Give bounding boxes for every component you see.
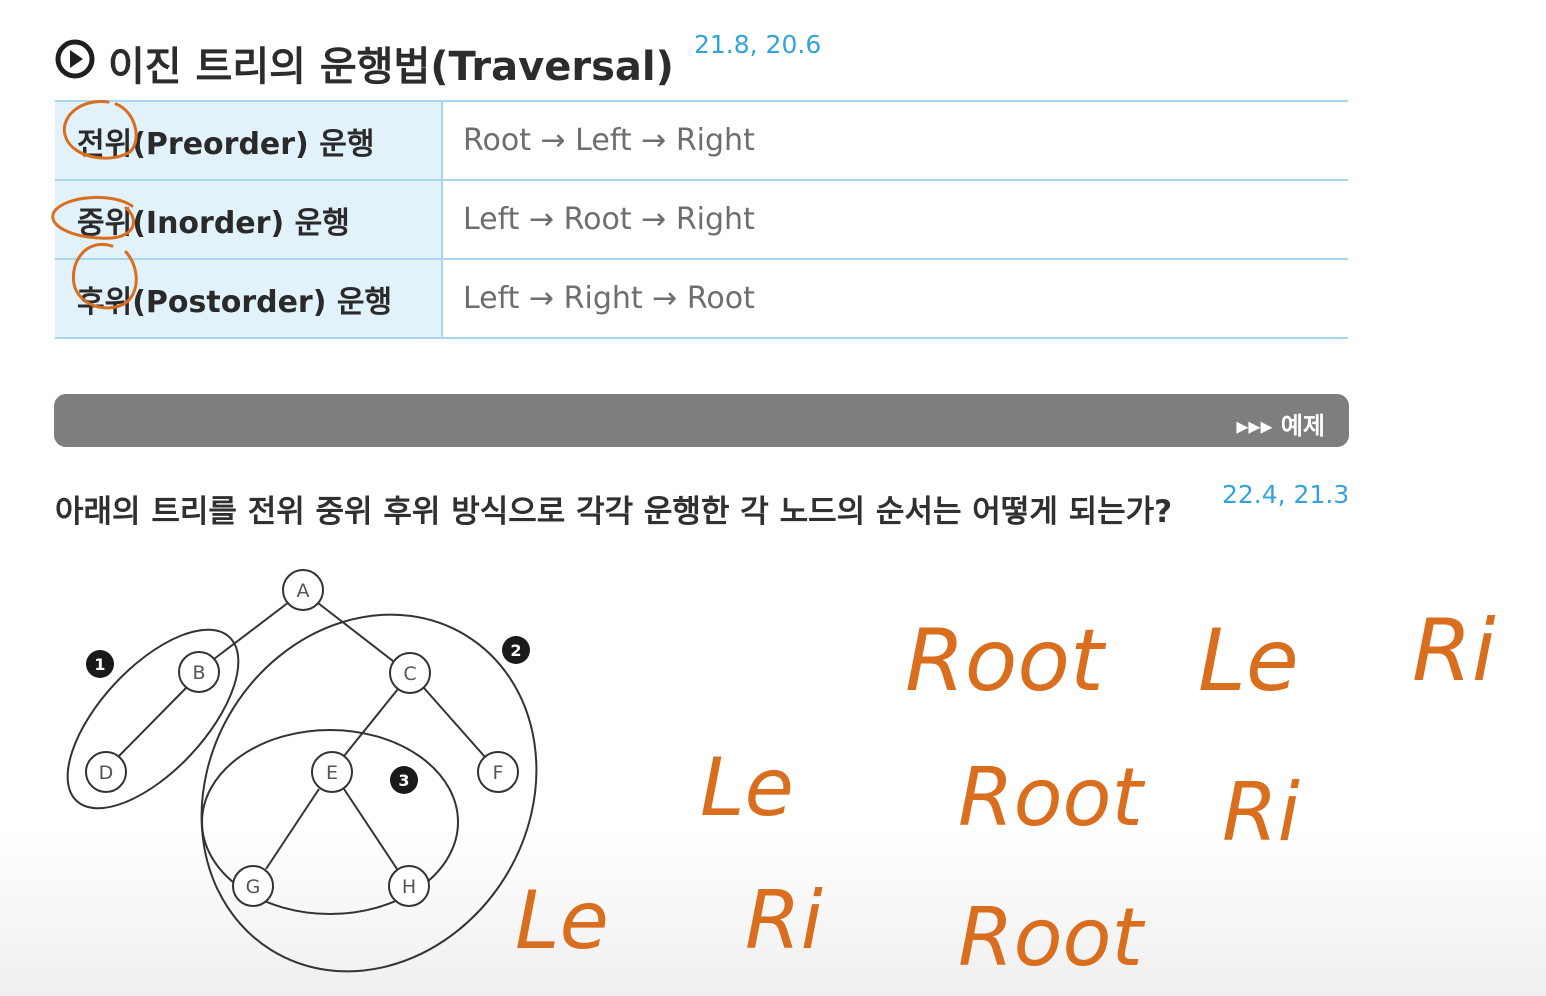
tree-edge bbox=[213, 601, 290, 660]
tree-edge bbox=[265, 788, 320, 870]
handwritten-note: Root bbox=[905, 611, 1107, 711]
tree-node bbox=[477, 751, 519, 793]
tree-edge bbox=[117, 686, 188, 758]
tree-edge bbox=[423, 687, 486, 758]
tree-node bbox=[282, 569, 324, 611]
node-label: E bbox=[326, 762, 338, 784]
example-banner: ▸▸▸ 예제 bbox=[54, 394, 1349, 447]
example-label: ▸▸▸ 예제 bbox=[1236, 412, 1325, 440]
traversal-table: 전위(Preorder) 운행 Root → Left → Right 중위(I… bbox=[55, 100, 1348, 339]
group-number: 3 bbox=[398, 771, 409, 790]
group-outline bbox=[201, 729, 459, 915]
group-outline bbox=[200, 613, 538, 973]
tree-edge bbox=[317, 602, 394, 662]
node-label: H bbox=[402, 876, 416, 898]
traversal-name: 후위(Postorder) 운행 bbox=[55, 259, 443, 339]
section-header: 이진 트리의 운행법(Traversal) 21.8, 20.6 bbox=[54, 28, 954, 92]
node-label: F bbox=[493, 762, 504, 784]
tree-edge bbox=[343, 688, 399, 757]
traversal-order: Root → Left → Right bbox=[442, 100, 1348, 181]
group-badge bbox=[390, 766, 418, 794]
node-label: B bbox=[192, 662, 205, 684]
handwritten-note: Ri bbox=[1412, 601, 1496, 701]
group-number: 2 bbox=[510, 641, 521, 660]
exam-reference: 22.4, 21.3 bbox=[1222, 480, 1350, 509]
traversal-order: Left → Root → Right bbox=[442, 180, 1348, 260]
question-text: 아래의 트리를 전위 중위 후위 방식으로 각각 운행한 각 노드의 순서는 어… bbox=[55, 494, 1173, 530]
node-label: G bbox=[246, 876, 261, 898]
exam-reference: 21.8, 20.6 bbox=[694, 30, 822, 59]
table-row: 후위(Postorder) 운행 Left → Right → Root bbox=[55, 259, 1348, 339]
tree-node bbox=[389, 652, 431, 694]
traversal-name: 전위(Preorder) 운행 bbox=[55, 100, 443, 181]
group-number: 1 bbox=[94, 655, 105, 674]
group-badge bbox=[502, 636, 530, 664]
node-label: C bbox=[403, 663, 416, 685]
handwritten-note: Le bbox=[700, 741, 794, 834]
binary-tree-diagram: A B C D E F G H 1 2 3 bbox=[66, 569, 538, 973]
traversal-order: Left → Right → Root bbox=[442, 259, 1348, 339]
traversal-name: 중위(Inorder) 운행 bbox=[55, 180, 443, 260]
table-row: 중위(Inorder) 운행 Left → Root → Right bbox=[55, 180, 1348, 260]
node-label: D bbox=[99, 762, 114, 784]
play-circle-icon bbox=[55, 39, 95, 79]
section-title: 이진 트리의 운행법(Traversal) bbox=[108, 44, 674, 90]
tree-node bbox=[232, 865, 274, 907]
group-outline bbox=[66, 628, 240, 810]
bottom-shade bbox=[0, 830, 1546, 996]
tree-node bbox=[388, 865, 430, 907]
group-badge bbox=[86, 650, 114, 678]
tree-node bbox=[311, 751, 353, 793]
tree-node bbox=[85, 751, 127, 793]
node-label: A bbox=[297, 580, 310, 602]
tree-edge bbox=[343, 788, 398, 870]
handwritten-note: Le bbox=[1198, 611, 1299, 711]
table-row: 전위(Preorder) 운행 Root → Left → Right bbox=[55, 100, 1348, 181]
tree-node bbox=[178, 651, 220, 693]
